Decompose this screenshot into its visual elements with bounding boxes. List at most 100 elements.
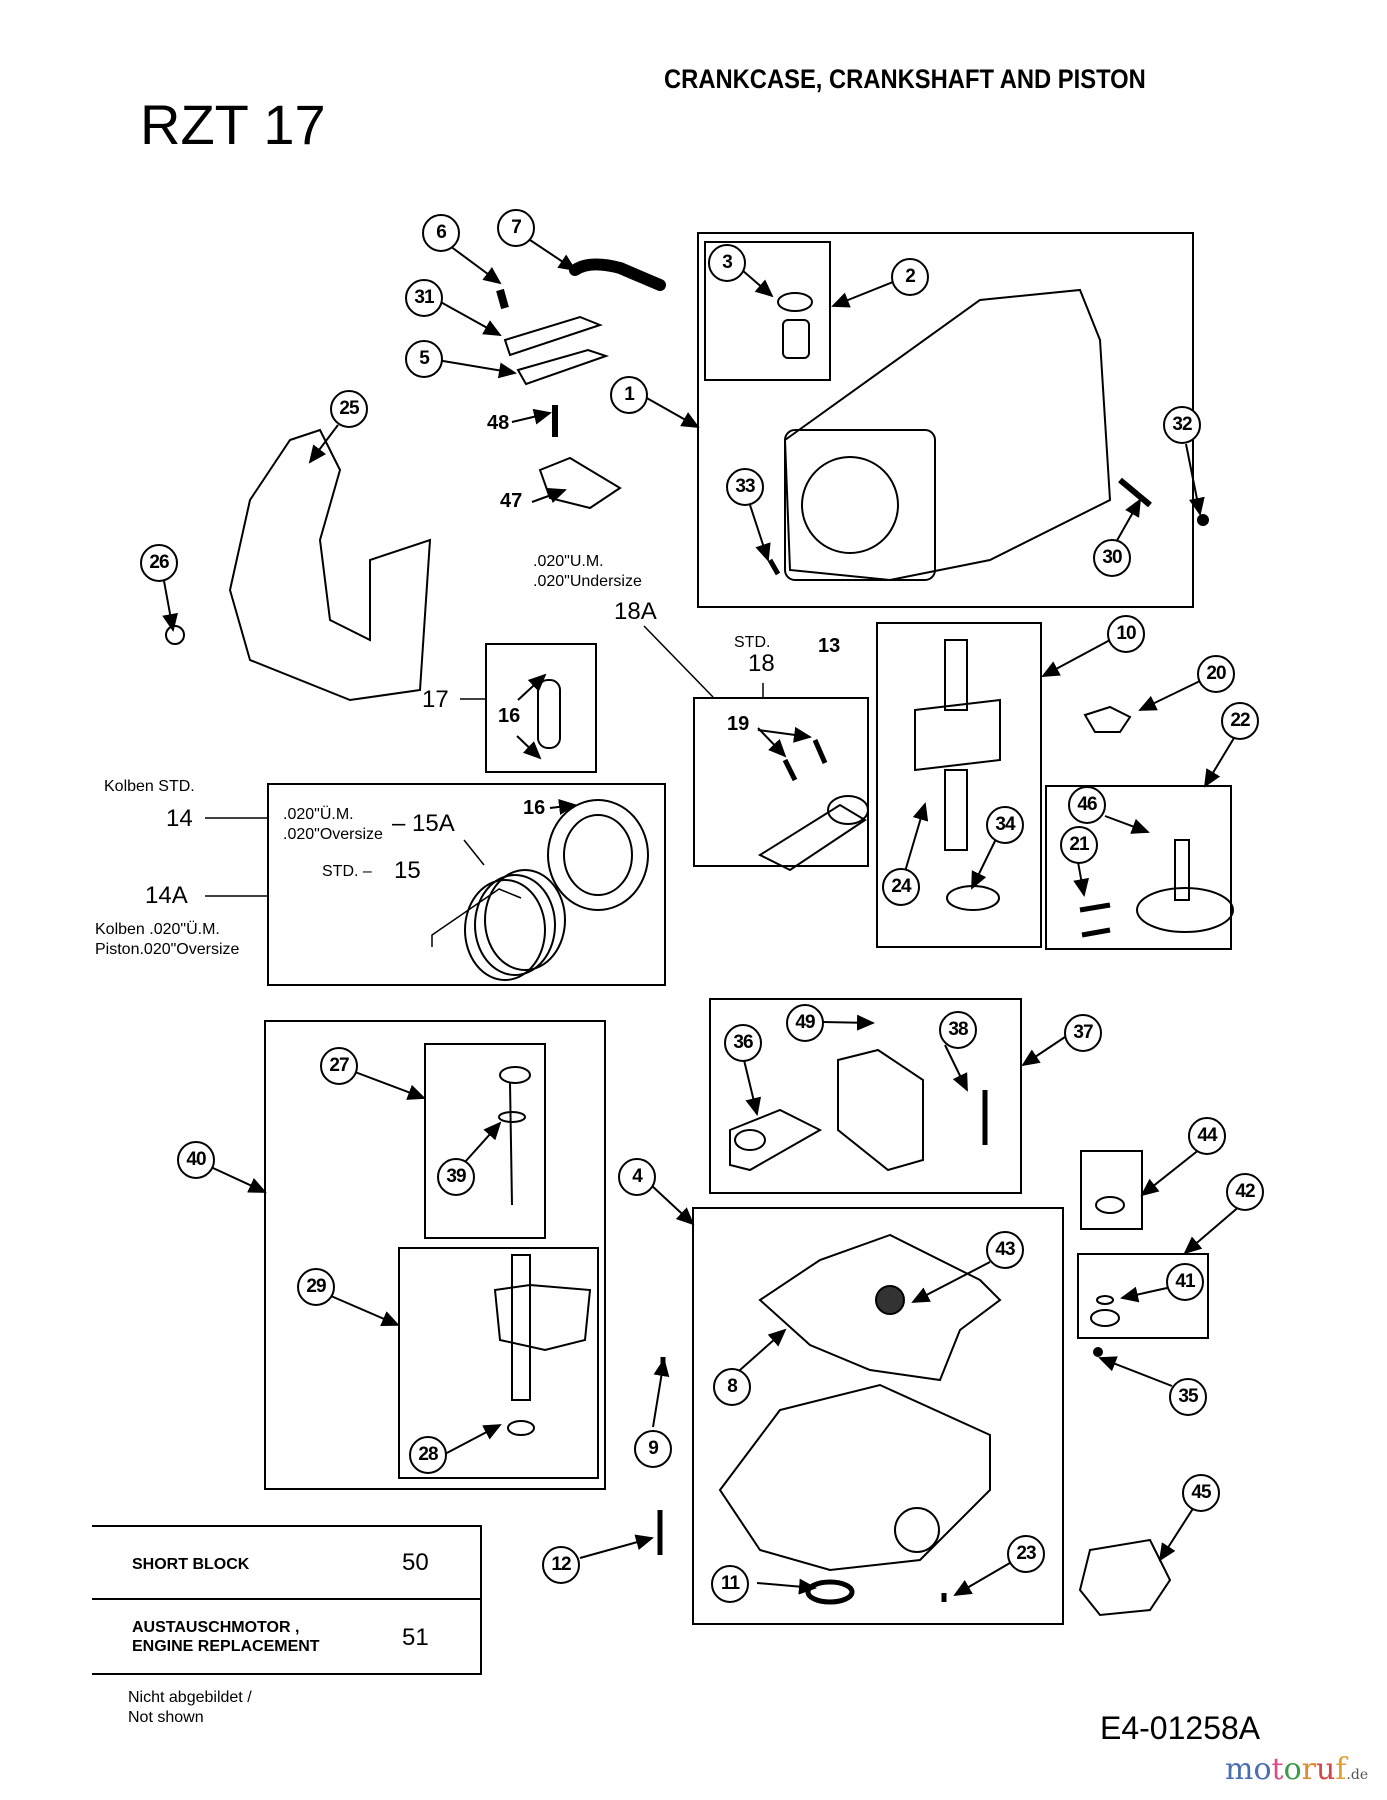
callout-12[interactable]: 12 [542, 1546, 580, 1584]
callout-22[interactable]: 22 [1221, 702, 1259, 740]
leader-44 [1140, 1144, 1206, 1197]
callout-44[interactable]: 44 [1188, 1117, 1226, 1155]
callout-26[interactable]: 26 [140, 544, 178, 582]
callout-37[interactable]: 37 [1064, 1014, 1102, 1052]
callout-49[interactable]: 49 [786, 1004, 824, 1042]
callout-32[interactable]: 32 [1163, 406, 1201, 444]
ref-bracket-15 [431, 888, 522, 947]
callout-24[interactable]: 24 [882, 868, 920, 906]
callout-35[interactable]: 35 [1169, 1378, 1207, 1416]
callout-11[interactable]: 11 [711, 1565, 749, 1603]
dipstick-sketch [499, 1066, 531, 1084]
callout-20[interactable]: 20 [1197, 655, 1235, 693]
part-label-47[interactable]: 47 [500, 490, 523, 512]
callout-31[interactable]: 31 [405, 279, 443, 317]
table-row: SHORT BLOCK 50 [92, 1525, 482, 1600]
leader-39 [464, 1121, 502, 1163]
leader-2 [831, 281, 894, 308]
conrod-undersize-de: .020"U.M. [533, 553, 604, 570]
table-number-50: 50 [402, 1549, 429, 1576]
callout-33[interactable]: 33 [726, 468, 764, 506]
leader-46 [1104, 815, 1150, 834]
callout-42[interactable]: 42 [1226, 1173, 1264, 1211]
breather-parts-box [1080, 1150, 1143, 1230]
callout-36[interactable]: 36 [724, 1024, 762, 1062]
leader-16c [549, 798, 577, 815]
callout-46[interactable]: 46 [1068, 786, 1106, 824]
ref-18a: 18A [614, 598, 657, 625]
callout-8[interactable]: 8 [713, 1368, 751, 1406]
leader-25 [308, 424, 339, 464]
leader-37 [1021, 1034, 1069, 1067]
leader-33 [749, 504, 771, 562]
leader-1 [644, 396, 700, 428]
callout-9[interactable]: 9 [634, 1430, 672, 1468]
ring-oversize-de: .020"Ü.M. [283, 806, 354, 823]
callout-21[interactable]: 21 [1060, 826, 1098, 864]
ref-17: 17 [422, 686, 449, 713]
leader-29 [330, 1295, 400, 1326]
part-label-19[interactable]: 19 [727, 713, 750, 735]
callout-27[interactable]: 27 [320, 1047, 358, 1085]
conrod-std-label: STD. [734, 634, 771, 651]
callout-38[interactable]: 38 [939, 1011, 977, 1049]
leader-38 [944, 1044, 968, 1092]
leader-5 [436, 359, 517, 379]
ref-14a: 14A [145, 882, 188, 909]
bearing-sketch [777, 292, 813, 312]
part-label-16-pin[interactable]: 16 [498, 705, 521, 727]
callout-43[interactable]: 43 [986, 1231, 1024, 1269]
callout-25[interactable]: 25 [330, 390, 368, 428]
part-label-13[interactable]: 13 [818, 635, 841, 657]
callout-6[interactable]: 6 [422, 214, 460, 252]
ring-oversize-en: .020"Oversize [283, 826, 383, 843]
breather-tube [569, 258, 666, 291]
part-sketches [165, 258, 1234, 1617]
assembly-table: SHORT BLOCK 50 AUSTAUSCHMOTOR , ENGINE R… [92, 1525, 482, 1675]
callout-40[interactable]: 40 [177, 1141, 215, 1179]
ref-line-15a [463, 839, 485, 866]
callout-45[interactable]: 45 [1182, 1474, 1220, 1512]
sump-gasket-sketch [758, 1233, 1002, 1382]
callout-34[interactable]: 34 [986, 806, 1024, 844]
diagram-title: CRANKCASE, CRANKSHAFT AND PISTON [664, 64, 1146, 94]
leader-49 [822, 1014, 875, 1031]
crankcase-sketch [783, 288, 1112, 582]
part-label-16-piston[interactable]: 16 [523, 797, 546, 819]
ref-line-18a [643, 625, 714, 698]
motoruf-logo[interactable]: motoruf.de [1225, 1752, 1368, 1787]
kolben-std-label: Kolben STD. [104, 778, 195, 795]
logo-letter: r [1301, 1752, 1316, 1787]
callout-4[interactable]: 4 [618, 1158, 656, 1196]
callout-7[interactable]: 7 [497, 209, 535, 247]
leader-22 [1203, 737, 1235, 788]
callout-29[interactable]: 29 [297, 1268, 335, 1306]
sump-sketch [718, 1383, 991, 1572]
callout-39[interactable]: 39 [437, 1158, 475, 1196]
governor-sketch [729, 1108, 823, 1172]
callout-1[interactable]: 1 [610, 376, 648, 414]
leader-10 [1041, 639, 1111, 677]
piston-sketch [547, 799, 649, 911]
callout-28[interactable]: 28 [409, 1436, 447, 1474]
model-name: RZT 17 [140, 93, 326, 156]
table-number-51: 51 [402, 1624, 429, 1651]
oil-fill-group-box [264, 1020, 606, 1490]
oil-filter-adapter-box [1077, 1253, 1209, 1339]
leader-20 [1138, 680, 1201, 711]
callout-5[interactable]: 5 [405, 340, 443, 378]
shroud-sketch [228, 428, 432, 702]
callout-41[interactable]: 41 [1166, 1263, 1204, 1301]
callout-30[interactable]: 30 [1093, 539, 1131, 577]
part-label-48[interactable]: 48 [487, 412, 510, 434]
camshaft-gear-sketch [1136, 887, 1234, 933]
callout-2[interactable]: 2 [891, 258, 929, 296]
callout-3[interactable]: 3 [708, 244, 746, 282]
callout-23[interactable]: 23 [1007, 1535, 1045, 1573]
leader-19a [757, 727, 787, 758]
callout-10[interactable]: 10 [1107, 615, 1145, 653]
leader-9 [652, 1358, 670, 1428]
leader-35 [1098, 1356, 1173, 1387]
crankshaft-sketch [944, 639, 968, 711]
logo-letter: o [1253, 1752, 1272, 1787]
